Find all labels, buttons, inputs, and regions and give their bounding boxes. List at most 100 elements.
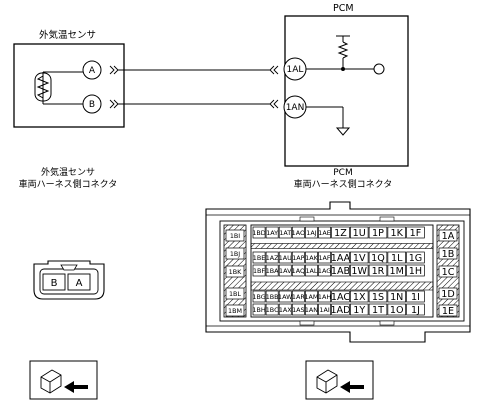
pcm-pin-label: 1AO	[292, 229, 305, 237]
pcm-pin: 1Z	[331, 226, 350, 239]
pcm-pin: 1Y	[350, 303, 369, 316]
pcm-pin-label: 1AT	[279, 229, 291, 237]
pcm-pin: 1AN	[305, 303, 318, 316]
pcm-pin: 1AV	[278, 264, 292, 277]
pcm-side-pin: 1BJ	[225, 247, 245, 260]
pcm-pin: 1T	[368, 303, 388, 316]
pcm-pin-label: 1AA	[331, 253, 351, 264]
pcm-pin: 1BC	[266, 303, 279, 316]
pcm-pin-label: 1Q	[371, 253, 385, 264]
pcm-pin-label: 1BA	[266, 267, 279, 275]
pcm-pin-label: 1AF	[318, 254, 330, 262]
pcm-internal-circuit	[306, 35, 385, 136]
pcm-side-pin-label: 1BK	[229, 268, 242, 276]
pcm-pin: 1AR	[292, 290, 305, 303]
pcm-pin: 1AQ	[292, 264, 305, 277]
pcm-pin: 1AH	[318, 290, 331, 303]
pcm-pin-label: 1BD	[252, 229, 265, 237]
pcm-pin: 1AC	[331, 290, 350, 303]
pcm-pin-label: 1BE	[253, 254, 266, 262]
pcm-pin: 1BD	[252, 226, 266, 239]
pcm-view-direction-icon	[305, 360, 374, 400]
sensor-connector-chevrons	[109, 65, 119, 109]
pcm-pin: 1M	[387, 264, 406, 277]
junction-dot	[341, 67, 345, 71]
pcm-side-pin: 1B	[438, 247, 458, 260]
pcm-pin-label: 1K	[391, 228, 404, 239]
pcm-pin: 1N	[387, 290, 406, 303]
pcm-pin: 1AU	[279, 251, 292, 264]
pcm-pin: 1AX	[279, 303, 292, 316]
pcm-side-pin-label: 1B	[442, 249, 455, 260]
pcm-side-pin: 1BL	[225, 287, 245, 300]
sensor-title: 外気温センサ	[39, 29, 96, 41]
pcm-pin-label: 1AH	[318, 293, 331, 301]
pcm-pin: 1W	[350, 264, 369, 277]
pcm-pin-label: 1AS	[292, 306, 305, 314]
pcm-pin: 1X	[350, 290, 369, 303]
pcm-pin: 1L	[387, 251, 406, 264]
sensor-terminal-a-label: A	[89, 66, 96, 76]
pcm-pin: 1S	[368, 290, 388, 303]
pcm-pin-label: 1AY	[266, 229, 278, 237]
pcm-pin-label: 1AW	[278, 293, 293, 301]
pcm-pin: 1AE	[318, 226, 331, 239]
pcm-pin: 1AM	[304, 290, 318, 303]
pcm-pin-label: 1AD	[330, 305, 350, 316]
pcm-pin: 1AB	[331, 264, 350, 277]
pcm-pin: 1BB	[266, 290, 279, 303]
pcm-pin: 1Q	[368, 251, 388, 264]
pcm-pin-label: 1AC	[331, 292, 350, 303]
pcm-side-pin-label: 1C	[442, 267, 455, 278]
pcm-caption-line2: 車両ハーネス側コネクタ	[294, 178, 393, 190]
pcm-pin: 1AT	[278, 226, 292, 239]
pcm-pin: 1O	[387, 303, 406, 316]
sensor-connector: B A	[33, 260, 105, 300]
pcm-caption-line1: PCM	[333, 168, 352, 178]
pcm-pin: 1I	[406, 290, 425, 303]
pcm-terminal-1an-label: 1AN	[286, 103, 305, 113]
pcm-pin-label: 1P	[372, 228, 384, 239]
pcm-pin-label: 1V	[353, 253, 366, 264]
pcm-pin-label: 1S	[372, 292, 384, 303]
sensor-connector-pin-b: B	[51, 278, 58, 289]
pcm-pin-label: 1L	[391, 253, 403, 264]
pcm-pin-label: 1U	[353, 228, 366, 239]
pcm-pin-label: 1AE	[318, 229, 330, 237]
pcm-side-pin-label: 1BJ	[230, 250, 240, 258]
pcm-pin-label: 1AB	[331, 266, 350, 277]
pcm-pin: 1BG	[252, 290, 266, 303]
pcm-pin-label: 1F	[410, 228, 422, 239]
pcm-pin: 1V	[350, 251, 369, 264]
sensor-connector-pin-a: A	[76, 278, 83, 289]
pcm-pin-label: 1BC	[266, 306, 279, 314]
pcm-side-pin: 1BM	[225, 304, 245, 317]
pcm-pin: 1G	[406, 251, 425, 264]
pcm-side-pin-label: 1D	[441, 289, 455, 300]
sensor-terminal-a	[82, 60, 102, 80]
pcm-pin-label: 1M	[390, 266, 404, 277]
pcm-pin-label: 1BF	[253, 267, 265, 275]
pcm-pin-label: 1AX	[279, 306, 292, 314]
pcm-pin: 1BA	[266, 264, 279, 277]
thermistor-symbol	[34, 71, 92, 105]
pcm-pin-label: 1AM	[304, 293, 318, 301]
pcm-side-pin: 1D	[438, 287, 458, 300]
pcm-pin-label: 1AN	[305, 306, 318, 314]
pcm-pin: 1U	[350, 226, 369, 239]
sensor-terminal-b	[82, 94, 102, 114]
pcm-side-pin-label: 1BI	[230, 232, 240, 240]
pcm-pin: 1AY	[265, 226, 279, 239]
sensor-view-direction-icon	[29, 360, 98, 400]
pcm-pin-label: 1AZ	[266, 254, 279, 262]
pcm-side-pin-label: 1BM	[228, 307, 242, 315]
pcm-pin: 1AZ	[266, 251, 279, 264]
sensor-caption-line2: 車両ハーネス側コネクタ	[19, 178, 118, 190]
pcm-side-pin-label: 1BL	[229, 290, 241, 298]
pcm-pin: 1AF	[318, 251, 331, 264]
pcm-pin: 1J	[406, 303, 425, 316]
pcm-pin: 1AD	[330, 303, 351, 316]
